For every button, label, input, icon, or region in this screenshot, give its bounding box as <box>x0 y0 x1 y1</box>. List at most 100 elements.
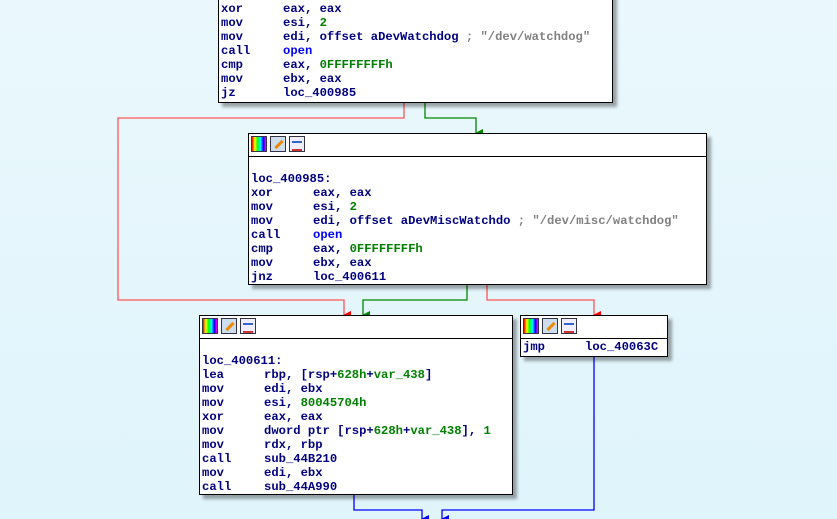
rename-icon[interactable] <box>221 318 237 334</box>
color-icon[interactable] <box>251 136 267 152</box>
operand: ; "/dev/misc/watchdog" <box>517 214 679 228</box>
operand: var_438 <box>373 368 425 382</box>
operand: 2 <box>319 16 327 30</box>
operand: esi, <box>264 396 301 410</box>
operand: esi, <box>313 200 350 214</box>
mnemonic: jnz <box>251 270 273 284</box>
operand: 80045704h <box>300 396 367 410</box>
operand: ], <box>461 424 484 438</box>
instruction-line[interactable]: jmp loc_40063C <box>523 340 665 354</box>
operand: eax, eax <box>313 186 372 200</box>
operand: dword ptr [rsp+ <box>264 424 374 438</box>
operand: 628h <box>373 424 403 438</box>
operand: rdx, rbp <box>264 438 323 452</box>
operand: + <box>402 424 411 438</box>
mnemonic: xor <box>251 186 273 200</box>
operand: + <box>366 368 374 382</box>
color-icon[interactable] <box>523 318 539 334</box>
mnemonic: call <box>202 452 232 466</box>
instruction-line[interactable]: call open <box>221 44 610 58</box>
mnemonic: jz <box>221 86 236 100</box>
mnemonic: cmp <box>221 58 243 72</box>
operand: rbp, [rsp+ <box>264 368 338 382</box>
mnemonic: cmp <box>251 242 273 256</box>
mnemonic: mov <box>202 438 224 452</box>
operand: sub_44A990 <box>264 480 338 494</box>
rename-icon[interactable] <box>542 318 558 334</box>
instruction-line[interactable]: xor eax, eax <box>221 2 610 16</box>
mnemonic: mov <box>221 30 243 44</box>
instruction-line[interactable]: jnz loc_400611 <box>251 270 704 284</box>
mnemonic: lea <box>202 368 224 382</box>
mnemonic: mov <box>202 382 224 396</box>
mnemonic: mov <box>221 16 243 30</box>
block-header <box>521 316 667 339</box>
block-code: jmp loc_40063C <box>521 339 667 354</box>
operand: 2 <box>349 200 357 214</box>
mnemonic: xor <box>202 410 224 424</box>
mnemonic: mov <box>251 214 273 228</box>
operand: loc_400985 <box>283 86 357 100</box>
edge-b2-true <box>362 284 468 319</box>
instruction-line[interactable]: mov ebx, eax <box>251 256 704 270</box>
operand: 0FFFFFFFFh <box>349 242 423 256</box>
operand: open <box>313 228 343 242</box>
block-label[interactable]: loc_400611: <box>202 354 283 368</box>
edge-b4-jmp <box>441 356 595 519</box>
block-label[interactable]: loc_400985: <box>251 172 332 186</box>
operand: eax, eax <box>283 2 342 16</box>
edge-b3-next <box>353 494 429 519</box>
mnemonic: mov <box>251 256 273 270</box>
xrefs-icon[interactable] <box>240 318 256 334</box>
operand: eax, <box>283 58 320 72</box>
operand: var_438 <box>410 424 462 438</box>
xrefs-icon[interactable] <box>289 136 305 152</box>
mnemonic: mov <box>202 424 224 438</box>
instruction-line[interactable]: call open <box>251 228 704 242</box>
mnemonic: jmp <box>523 340 545 354</box>
operand: ebx, eax <box>313 256 372 270</box>
instruction-line[interactable]: jz loc_400985 <box>221 86 610 100</box>
rename-icon[interactable] <box>270 136 286 152</box>
operand: 628h <box>337 368 367 382</box>
color-icon[interactable] <box>202 318 218 334</box>
xrefs-icon[interactable] <box>561 318 577 334</box>
operand: loc_400611 <box>313 270 387 284</box>
code-block-jmp[interactable]: jmp loc_40063C <box>520 315 668 357</box>
instruction-line[interactable]: xor eax, eax <box>251 186 704 200</box>
operand: loc_40063C <box>585 340 659 354</box>
instruction-line[interactable]: cmp eax, 0FFFFFFFFh <box>251 242 704 256</box>
mnemonic: xor <box>221 2 243 16</box>
mnemonic: call <box>221 44 251 58</box>
mnemonic: mov <box>202 466 224 480</box>
mnemonic: mov <box>221 72 243 86</box>
block-header <box>249 134 706 157</box>
block-header <box>200 316 512 339</box>
instruction-line[interactable]: mov rdx, rbp <box>202 438 510 452</box>
operand: eax, <box>313 242 350 256</box>
mnemonic: call <box>251 228 281 242</box>
instruction-line[interactable]: call sub_44A990 <box>202 480 510 494</box>
mnemonic: call <box>202 480 232 494</box>
operand: open <box>283 44 313 58</box>
operand: 1 <box>483 424 491 438</box>
instruction-line[interactable]: mov dword ptr [rsp+628h+var_438], 1 <box>202 424 510 438</box>
